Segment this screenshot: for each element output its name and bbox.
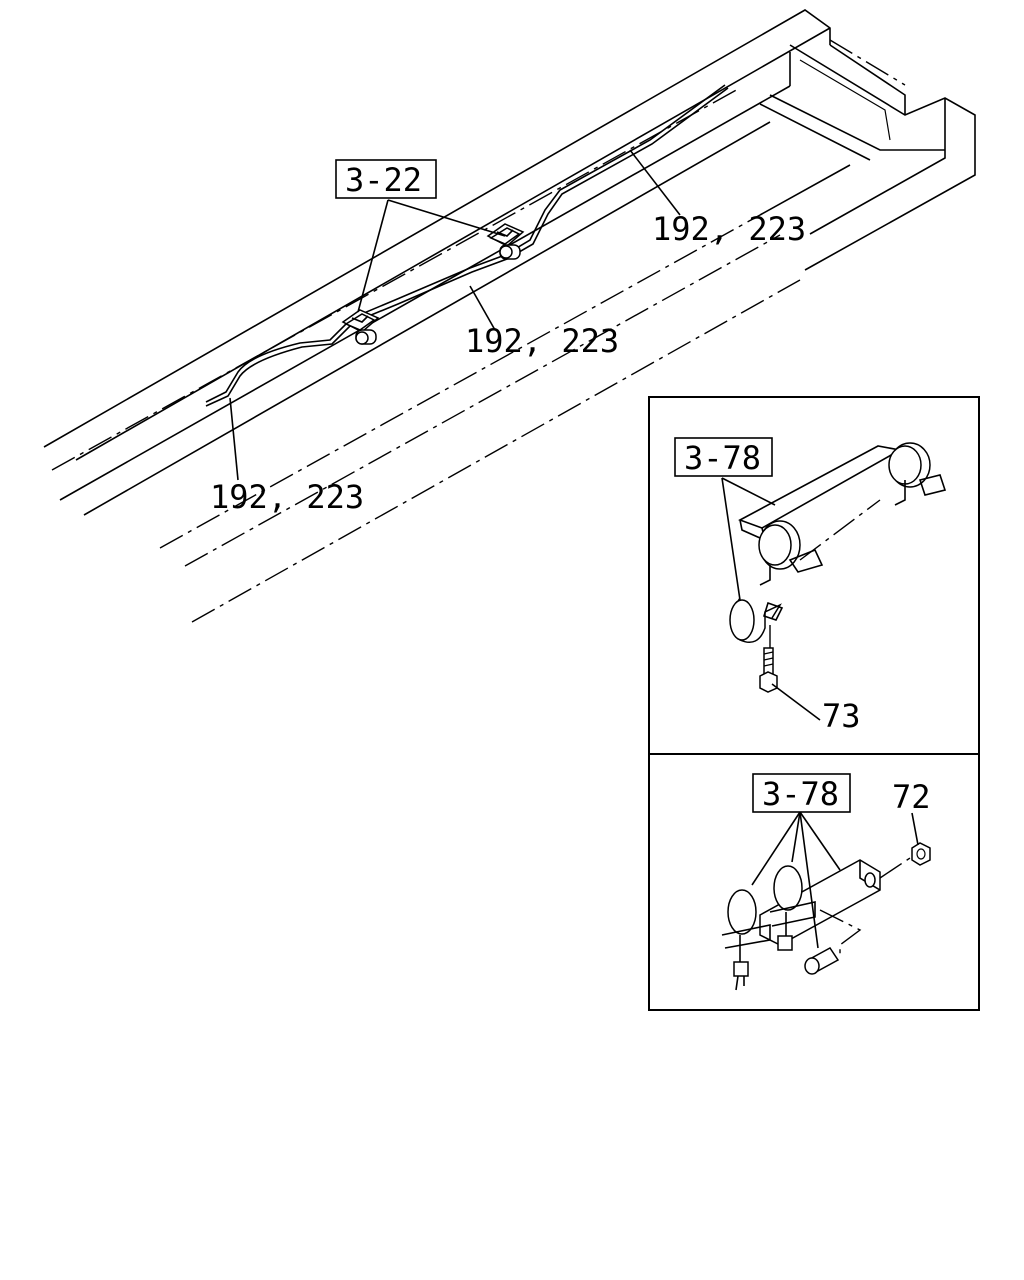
pipe-clip-right: [486, 223, 525, 260]
inset-bottom-drawing: [721, 811, 931, 991]
inset-frame-bottom: [648, 753, 980, 1011]
part-label-bolt-73: 73: [822, 697, 861, 735]
ref-box-inset2: [752, 773, 851, 813]
ref-box-3-22: [335, 159, 437, 199]
part-label-pipe-mid: 192, 223: [465, 322, 619, 360]
ref-label-3-22: 3-22: [345, 161, 422, 199]
ref-label-inset1: 3-78: [684, 439, 761, 477]
ref-label-inset2: 3-78: [762, 775, 839, 813]
pipe-clip-left: [341, 309, 380, 345]
part-label-pipe-left: 192, 223: [210, 478, 364, 516]
frame-rail: [43, 9, 976, 623]
ref-box-inset1: [674, 437, 773, 477]
part-label-pipe-top: 192, 223: [652, 210, 806, 248]
part-label-nut-72: 72: [892, 778, 931, 816]
inset-top-drawing: [721, 442, 947, 721]
leader-lines-main: [229, 149, 681, 481]
brake-pipe: [205, 84, 729, 407]
